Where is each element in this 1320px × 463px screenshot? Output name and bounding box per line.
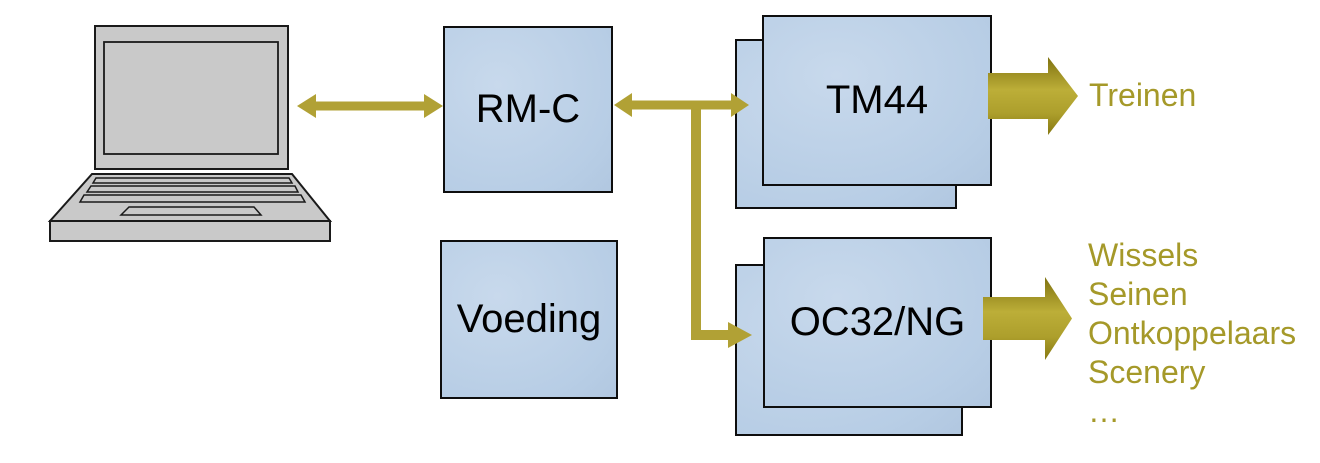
node-oc32: OC32/NG <box>763 237 992 408</box>
laptop-touchpad <box>119 206 263 216</box>
laptop-keyrow <box>91 177 294 184</box>
node-voeding: Voeding <box>440 240 618 399</box>
laptop-icon <box>47 25 333 242</box>
output-item-seinen: Seinen <box>1088 276 1188 312</box>
output-item-scenery: Scenery <box>1088 354 1206 390</box>
node-tm44: TM44 <box>762 15 992 186</box>
laptop-keyrow <box>85 185 300 193</box>
output-item-ontkoppelaars: Ontkoppelaars <box>1088 315 1297 351</box>
output-item-wissels: Wissels <box>1088 237 1199 273</box>
block-arrow-tm44-output <box>988 57 1078 135</box>
label-treinen: Treinen <box>1089 77 1197 113</box>
label-oc32-outputs: Wissels Seinen Ontkoppelaars Scenery … <box>1088 236 1296 431</box>
block-arrow-oc32-output <box>983 277 1072 360</box>
laptop-screen <box>103 41 279 155</box>
laptop-keyrow <box>78 194 307 203</box>
arrow-rmc-tm44 <box>614 93 749 117</box>
node-rm-c-label: RM-C <box>475 87 581 131</box>
node-oc32-label: OC32/NG <box>789 300 966 344</box>
output-item-ellipsis: … <box>1088 393 1120 429</box>
laptop-base <box>49 220 331 242</box>
node-voeding-label: Voeding <box>456 297 602 341</box>
node-rm-c: RM-C <box>443 26 613 193</box>
node-tm44-label: TM44 <box>825 78 929 122</box>
